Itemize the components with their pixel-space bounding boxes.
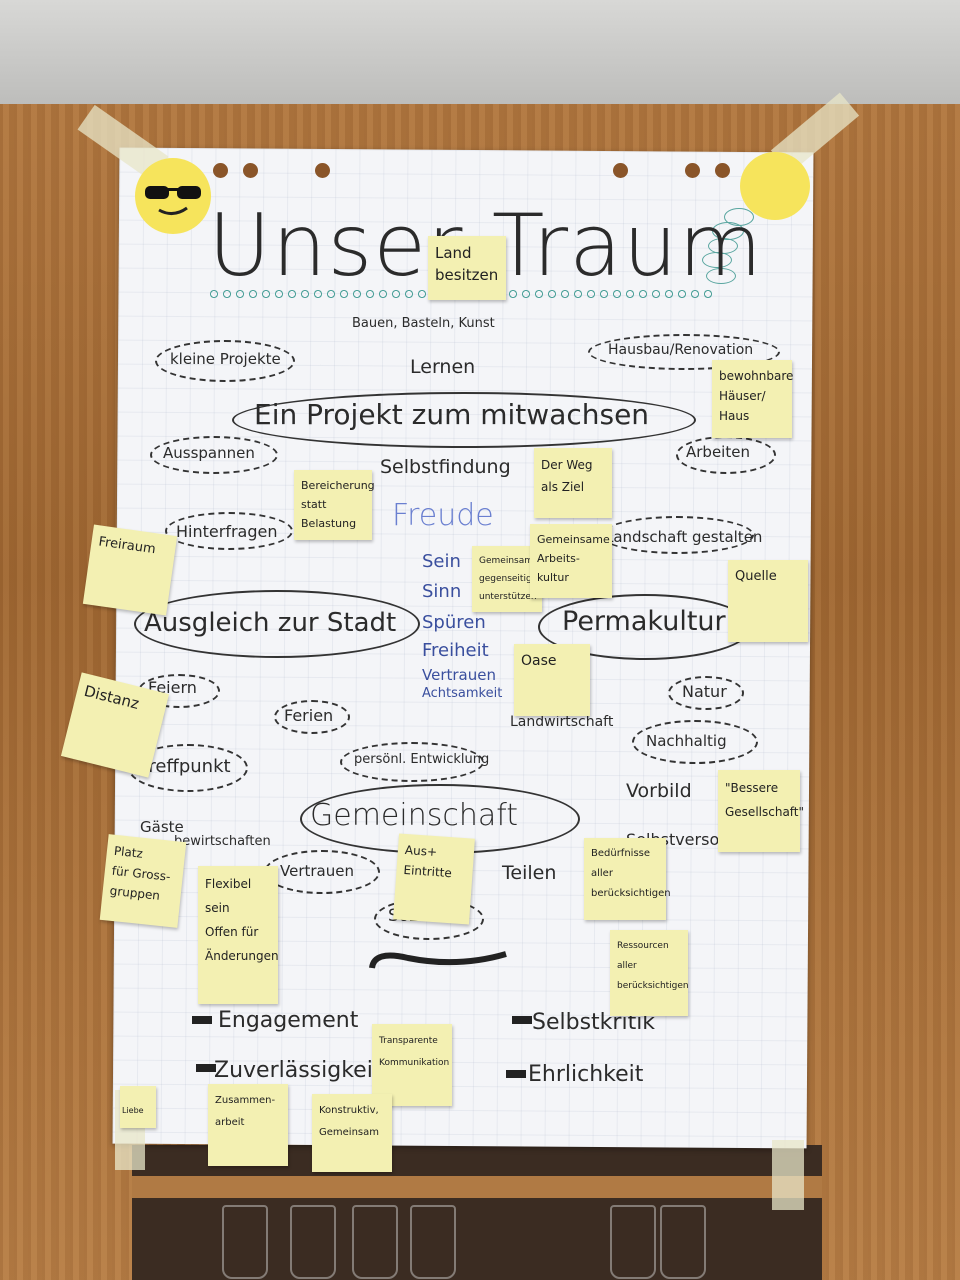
subtitle-text: Bauen, Basteln, Kunst (352, 316, 495, 331)
sticky-note: Quelle (728, 560, 808, 642)
word-oval (150, 436, 278, 474)
sticky-note: Ressourcen aller berücksichtigen (610, 930, 689, 1016)
word-achtsamkeit: Achtsamkeit (422, 686, 503, 701)
word-natur: Natur (682, 682, 727, 701)
sticky-note: Flexibel sein Offen für Änderungen (198, 866, 279, 1004)
sticky-note: Transparente Kommunikation (372, 1024, 452, 1106)
bullet-marker-icon (196, 1064, 216, 1072)
sticky-note: Gemeinsame Arbeits- kultur (530, 524, 612, 598)
speech-bubble-emoji-icon (740, 152, 810, 220)
word-kleine-projekte: kleine Projekte (170, 350, 281, 368)
value-ehrlichkeit: Ehrlichkeit (528, 1062, 644, 1087)
word-vertrauen: Vertrauen (280, 862, 354, 880)
bullet-marker-icon (506, 1070, 526, 1078)
sticky-note: Platz für Gross- gruppen (99, 834, 187, 928)
word-freiheit: Freiheit (422, 640, 489, 661)
value-zuverlaessigkeit: Zuverlässigkeit (214, 1058, 382, 1083)
punch-hole (243, 163, 258, 178)
word-oval (274, 700, 350, 734)
sticky-note: "Bessere Gesellschaft" (718, 770, 804, 852)
sticky-note: Aus+ Eintritte (393, 833, 475, 925)
word-freude: Freude (392, 498, 494, 533)
drinking-glass (410, 1205, 456, 1279)
ceiling-panel (0, 0, 960, 104)
punch-hole (213, 163, 228, 178)
word-oval (155, 340, 295, 382)
punch-hole (315, 163, 330, 178)
word-gaeste: Gäste (140, 818, 184, 836)
sticky-note: Oase (514, 644, 590, 716)
word-hinterfragen: Hinterfragen (176, 522, 278, 541)
masking-tape (772, 1140, 804, 1210)
theme-oval (134, 590, 420, 658)
sticky-note: Liebe (120, 1086, 156, 1128)
sticky-note: Der Weg als Ziel (534, 448, 612, 518)
word-ausspannen: Ausspannen (163, 444, 255, 462)
drinking-glass (660, 1205, 706, 1279)
brace-icon (369, 951, 507, 969)
sticky-note: Freiraum (82, 524, 178, 616)
word-oval (588, 334, 780, 370)
value-engagement: Engagement (218, 1008, 359, 1033)
drinking-glass (352, 1205, 398, 1279)
word-landschaft: Landschaft gestalten (605, 528, 763, 546)
word-arbeiten: Arbeiten (686, 443, 750, 461)
word-selbstfindung: Selbstfindung (380, 456, 511, 478)
word-oval (165, 512, 293, 550)
word-sein: Sein (422, 551, 461, 572)
word-oval (668, 676, 744, 710)
drinking-glass (290, 1205, 336, 1279)
sunglasses-emoji-icon (135, 158, 211, 234)
word-oval (340, 742, 484, 782)
sticky-note: Bereicherung statt Belastung (294, 470, 375, 540)
sticky-note: Land besitzen (428, 236, 506, 300)
shelf-board (132, 1176, 822, 1198)
bullet-marker-icon (512, 1016, 532, 1024)
drinking-glass (222, 1205, 268, 1279)
word-ferien: Ferien (284, 706, 334, 725)
word-spueren: Spüren (422, 612, 486, 633)
word-teilen: Teilen (502, 862, 557, 884)
word-vertrauen-blue: Vertrauen (422, 666, 496, 684)
word-gemeinschaft: Gemeinschaft (310, 798, 519, 833)
word-entwicklung: persönl. Entwicklung (354, 752, 490, 767)
sticky-note: Konstruktiv, Gemeinsam (312, 1094, 392, 1172)
punch-hole (685, 163, 700, 178)
word-lernen: Lernen (410, 356, 476, 378)
bullet-marker-icon (192, 1016, 212, 1024)
word-ausgleich: Ausgleich zur Stadt (144, 608, 397, 638)
shelf-cavity (132, 1145, 822, 1280)
sticky-note: bewohnbare Häuser/ Haus (712, 360, 793, 438)
word-nachhaltig: Nachhaltig (646, 732, 727, 750)
punch-hole (613, 163, 628, 178)
word-permakultur: Permakultur (562, 606, 726, 637)
word-treffpunkt: Treffpunkt (140, 756, 231, 777)
central-theme: Ein Projekt zum mitwachsen (254, 398, 650, 431)
punch-hole (715, 163, 730, 178)
word-landwirtschaft: Landwirtschaft (510, 714, 614, 730)
sticky-note: Bedürfnisse aller berücksichtigen (584, 838, 671, 920)
word-oval (632, 720, 758, 764)
word-bewirtschaften: bewirtschaften (174, 834, 271, 849)
sticky-note: Zusammen- arbeit (208, 1084, 288, 1166)
word-sinn: Sinn (422, 581, 462, 602)
word-hausbau: Hausbau/Renovation (608, 342, 754, 358)
drinking-glass (610, 1205, 656, 1279)
word-vorbild: Vorbild (626, 780, 692, 802)
center-oval (232, 392, 696, 448)
